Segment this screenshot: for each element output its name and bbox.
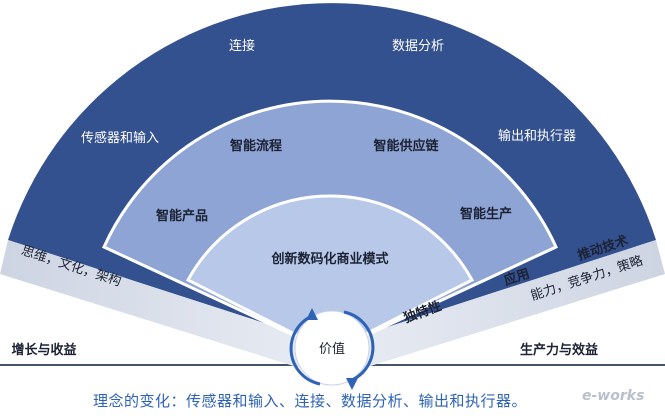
tag-application: 应用: [502, 266, 532, 289]
value-label: 价值: [319, 341, 345, 357]
outer-label-connect: 连接: [229, 38, 255, 54]
outer-label-analytics: 数据分析: [392, 39, 444, 54]
value-arc-right: [343, 310, 375, 382]
value-arc-left: [289, 314, 321, 386]
baseline-right-label: 生产力与效益: [520, 342, 598, 358]
watermark: e-works: [582, 388, 645, 404]
left-band: [0, 240, 332, 378]
inner-core: [185, 194, 475, 354]
caption: 理念的变化：传感器和输入、连接、数据分析、输出和执行器。: [92, 392, 527, 410]
outer-label-sensors: 传感器和输入: [81, 130, 159, 146]
value-arrow-head-right: [346, 378, 358, 390]
inner-label-business-model: 创新数码化商业模式: [270, 251, 388, 267]
right-band: [332, 240, 665, 378]
middle-label-production: 智能生产: [460, 206, 512, 222]
baseline-left-label: 增长与收益: [11, 342, 76, 358]
middle-label-products: 智能产品: [156, 208, 208, 224]
middle-label-supply-chain: 智能供应链: [373, 138, 439, 154]
outer-label-actuators: 输出和执行器: [498, 128, 576, 144]
value-arrow-head-left: [306, 308, 318, 320]
value-circle: [294, 310, 370, 386]
middle-label-process: 智能流程: [230, 138, 282, 154]
